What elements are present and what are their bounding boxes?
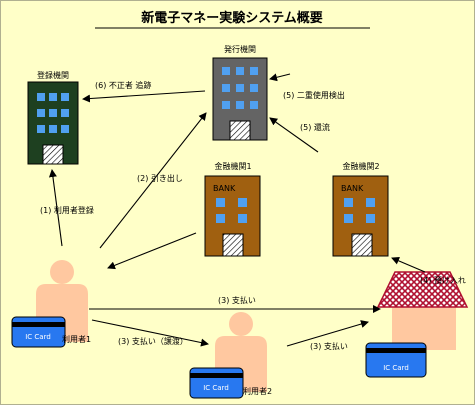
- flow-label-5b: (5) 還流: [300, 122, 330, 132]
- registration-org-label: 登録機関: [37, 70, 69, 80]
- bank2-sign: BANK: [341, 184, 364, 193]
- arrow-double-use: [269, 73, 291, 82]
- shop-ic-card: [365, 342, 427, 378]
- arrow-deposit: [391, 257, 426, 273]
- user1-label: 利用者1: [62, 334, 91, 344]
- arrow-withdraw-request: [99, 112, 207, 249]
- issuing-org-label: 発行機関: [224, 44, 256, 54]
- arrow-reflux: [269, 117, 319, 153]
- user1-card-label: IC Card: [25, 333, 51, 341]
- user2-ic-card: [189, 367, 244, 399]
- flow-label-2: (2) 引き出し: [137, 173, 183, 183]
- user1-ic-card: [11, 316, 66, 348]
- shop-card-label: IC Card: [383, 364, 409, 372]
- flow-label-3a: (3) 支払い: [218, 295, 256, 305]
- arrow-user-registration: [48, 169, 63, 247]
- registration-org-building: [27, 81, 79, 165]
- flow-label-4: (4) 預け入れ: [420, 276, 466, 285]
- bank1-building: [204, 175, 261, 257]
- arrow-fraud-trace: [82, 90, 206, 103]
- user2-card-label: IC Card: [203, 384, 229, 392]
- flow-label-5a: (5) 二重使用検出: [283, 90, 345, 100]
- bank2-building: [332, 175, 389, 257]
- arrow-withdraw-cash: [107, 232, 197, 270]
- arrow-payment-transfer: [91, 319, 209, 347]
- bank1-sign: BANK: [213, 184, 236, 193]
- flow-label-3c: (3) 支払い: [310, 341, 348, 351]
- flow-label-1: (1) 利用者登録: [40, 205, 94, 215]
- bank2-label: 金融機関2: [342, 161, 379, 171]
- flow-label-6: (6) 不正者 追跡: [95, 80, 151, 90]
- issuing-org-building: [212, 57, 268, 141]
- user2-label: 利用者2: [243, 386, 272, 396]
- flow-label-3b: (3) 支払い（譲渡）: [118, 336, 188, 346]
- diagram-title: 新電子マネー実験システム概要: [141, 10, 323, 26]
- arrow-payment-user2: [286, 320, 369, 347]
- bank1-label: 金融機関1: [214, 161, 251, 171]
- flow-arrows: [48, 73, 426, 347]
